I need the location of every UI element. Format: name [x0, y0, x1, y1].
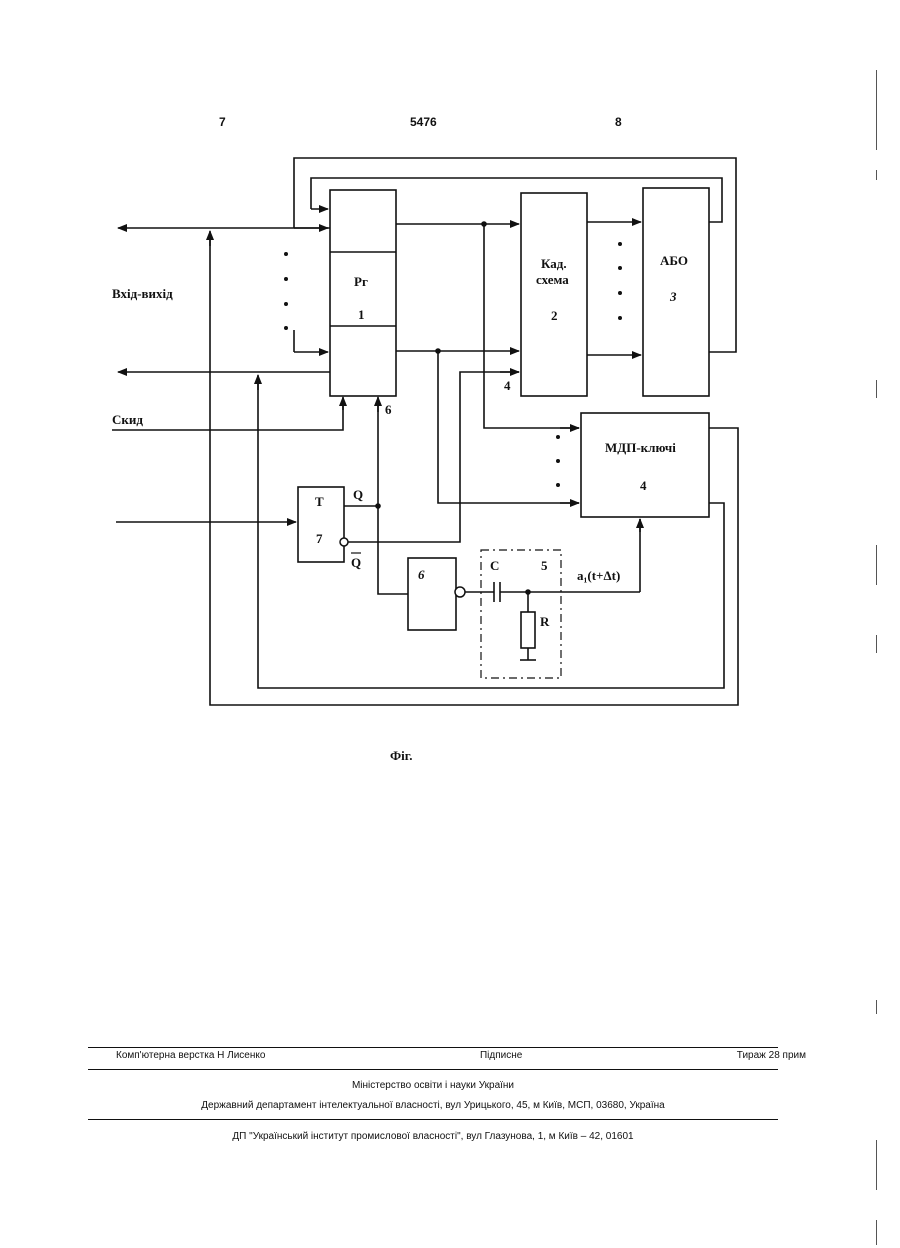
combinational-block [521, 193, 587, 396]
scan-mark [876, 170, 877, 180]
layout-credit: Комп'ютерна верстка Н Лисенко [116, 1050, 265, 1061]
register-name: Рг [354, 274, 368, 289]
wire-label-six: 6 [385, 402, 392, 417]
institute: ДП "Український інститут промислової вла… [88, 1131, 778, 1142]
signal-label: a₁(t+Δt) [577, 568, 620, 583]
ministry: Міністерство освіти і науки України [88, 1080, 778, 1091]
mos-keys-number: 4 [640, 478, 647, 493]
q-label: Q [353, 487, 363, 502]
gate-output-bubble [455, 587, 465, 597]
comb-line2: схема [536, 272, 569, 287]
scan-mark [876, 1220, 877, 1245]
gate-block [408, 558, 456, 630]
trigger-number: 7 [316, 531, 323, 546]
reset-label: Скид [112, 412, 143, 427]
footer-rule-mid [88, 1069, 778, 1070]
or-name: АБО [660, 253, 688, 268]
footer-rule-bottom [88, 1119, 778, 1120]
scan-mark [876, 635, 877, 653]
wire-label-four: 4 [504, 378, 511, 393]
footer-row-credits: Комп'ютерна верстка Н Лисенко Підписне Т… [88, 1050, 846, 1061]
comb-line1: Кад. [541, 256, 567, 271]
department: Державний департамент інтелектуальної вл… [88, 1100, 778, 1111]
figure-caption: Фіг. [390, 748, 412, 763]
io-label: Вхід-вихід [112, 286, 173, 301]
register-number: 1 [358, 307, 365, 322]
capacitor-label: C [490, 558, 499, 573]
scan-mark [876, 380, 877, 398]
rc-number: 5 [541, 558, 548, 573]
scan-mark [876, 1140, 877, 1190]
block-diagram: Вхід-вихід Скид Рг 1 Кад. схема 2 АБО 3 … [0, 0, 900, 800]
scan-mark [876, 545, 877, 585]
qbar-label: Q [351, 555, 361, 570]
mos-keys-name: МДП-ключі [605, 440, 676, 455]
qbar-bubble [340, 538, 348, 546]
mos-keys-block [581, 413, 709, 517]
subscription-note: Підписне [480, 1050, 522, 1061]
gate-number: 6 [418, 567, 425, 582]
or-number: 3 [669, 289, 677, 304]
trigger-name: Т [315, 494, 324, 509]
footer-rule-top [88, 1047, 778, 1048]
circulation: Тираж 28 прим [737, 1050, 806, 1061]
scan-mark [876, 1000, 877, 1014]
resistor-label: R [540, 614, 550, 629]
register-block [330, 190, 396, 396]
scan-mark [876, 70, 877, 150]
comb-number: 2 [551, 308, 558, 323]
